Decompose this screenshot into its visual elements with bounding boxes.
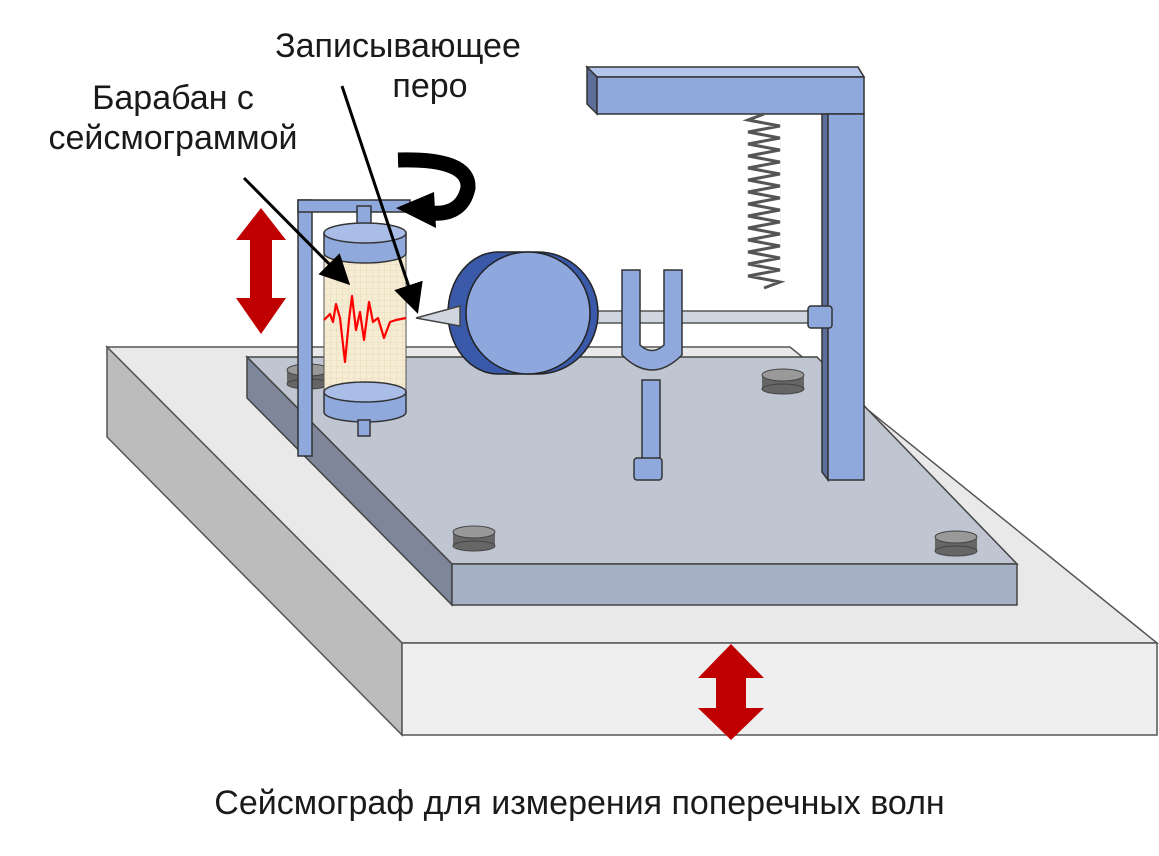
plate-front [451, 563, 1018, 606]
rod-clamp [807, 305, 833, 329]
drum-vertical-arrow-icon [236, 208, 286, 334]
drum-label: Барабан с сейсмограммой [28, 78, 318, 158]
ground-front [401, 642, 1158, 736]
horizontal-rod [579, 305, 833, 329]
spring [742, 112, 786, 290]
pen-pointer-line [340, 85, 423, 314]
seismogram-trace [323, 294, 407, 364]
pen-label-line2: перо [392, 67, 468, 105]
pen-label: Записывающее перо [262, 26, 534, 106]
gallows-frame [585, 65, 866, 483]
ground-vertical-arrow-icon [698, 644, 764, 740]
frame-top-bar-front [596, 76, 865, 115]
frame-post-front [827, 113, 865, 481]
tuning-fork [621, 269, 683, 481]
inertial-mass [447, 251, 599, 375]
drum-bottom-axle [357, 419, 371, 437]
seismogram-drum [323, 205, 407, 437]
drum-pointer-line [242, 176, 351, 286]
bolt-front-right [934, 530, 978, 557]
recording-pen [415, 305, 461, 327]
bolt-front-left [452, 525, 496, 552]
bolt-back-right [761, 368, 805, 395]
drum-label-line1: Барабан с [92, 79, 254, 117]
drum-label-line2: сейсмограммой [48, 119, 298, 157]
diagram-caption: Сейсмограф для измерения поперечных волн [214, 784, 945, 822]
frame-top-bar-top [585, 66, 866, 78]
rotation-arrow-icon [396, 152, 476, 228]
fork-foot [633, 457, 663, 481]
pen-label-line1: Записывающее [275, 27, 521, 65]
frame-post-side [821, 113, 829, 483]
